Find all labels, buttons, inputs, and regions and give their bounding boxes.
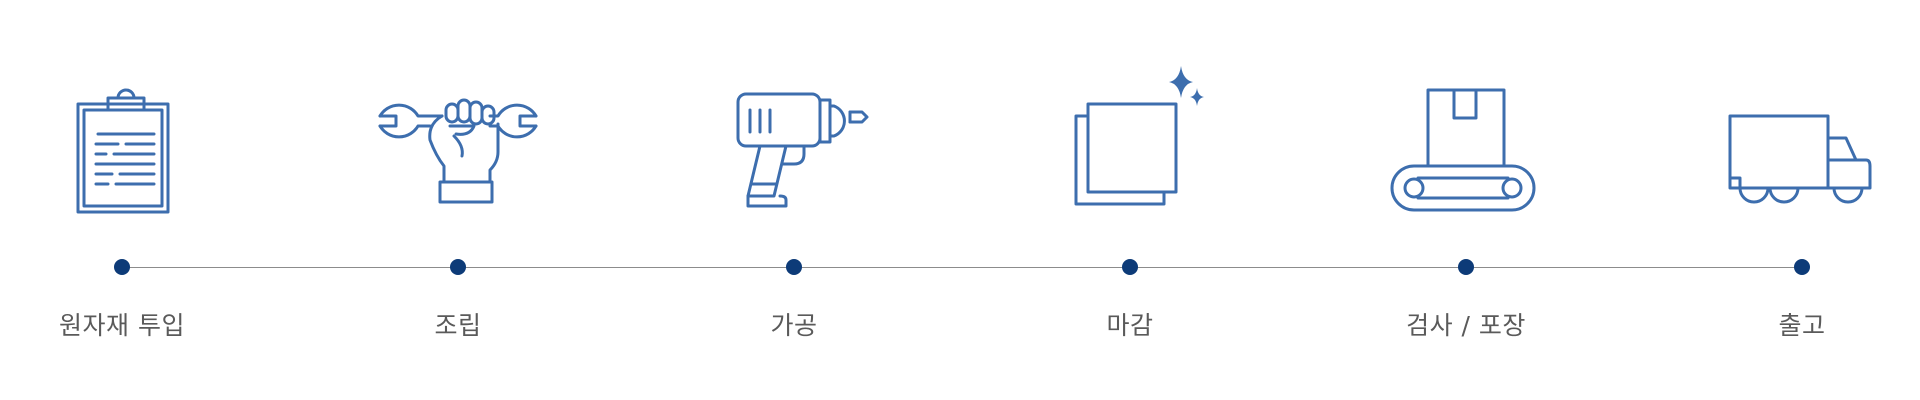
step-label: 검사 / 포장 bbox=[1406, 311, 1526, 340]
step-dot bbox=[786, 259, 802, 275]
step-finishing: 마감 bbox=[1010, 0, 1250, 400]
sparkle-squares-icon bbox=[1050, 60, 1210, 220]
step-dot bbox=[1458, 259, 1474, 275]
power-drill-icon bbox=[714, 60, 874, 220]
step-dot bbox=[114, 259, 130, 275]
step-machining: 가공 bbox=[674, 0, 914, 400]
step-label: 출고 bbox=[1778, 311, 1826, 340]
clipboard-icon bbox=[42, 60, 202, 220]
step-raw-material-input: 원자재 투입 bbox=[2, 0, 242, 400]
step-dot bbox=[1794, 259, 1810, 275]
step-dot bbox=[450, 259, 466, 275]
step-label: 마감 bbox=[1106, 311, 1154, 340]
timeline-line bbox=[122, 267, 1804, 268]
step-label: 조립 bbox=[434, 311, 482, 340]
step-assembly: 조립 bbox=[338, 0, 578, 400]
step-dot bbox=[1122, 259, 1138, 275]
step-inspection-packaging: 검사 / 포장 bbox=[1346, 0, 1586, 400]
hand-wrench-icon bbox=[378, 60, 538, 220]
step-label: 가공 bbox=[770, 311, 818, 340]
delivery-truck-icon bbox=[1722, 60, 1882, 220]
step-label: 원자재 투입 bbox=[59, 311, 185, 340]
step-shipment: 출고 bbox=[1682, 0, 1920, 400]
conveyor-box-icon bbox=[1386, 60, 1546, 220]
